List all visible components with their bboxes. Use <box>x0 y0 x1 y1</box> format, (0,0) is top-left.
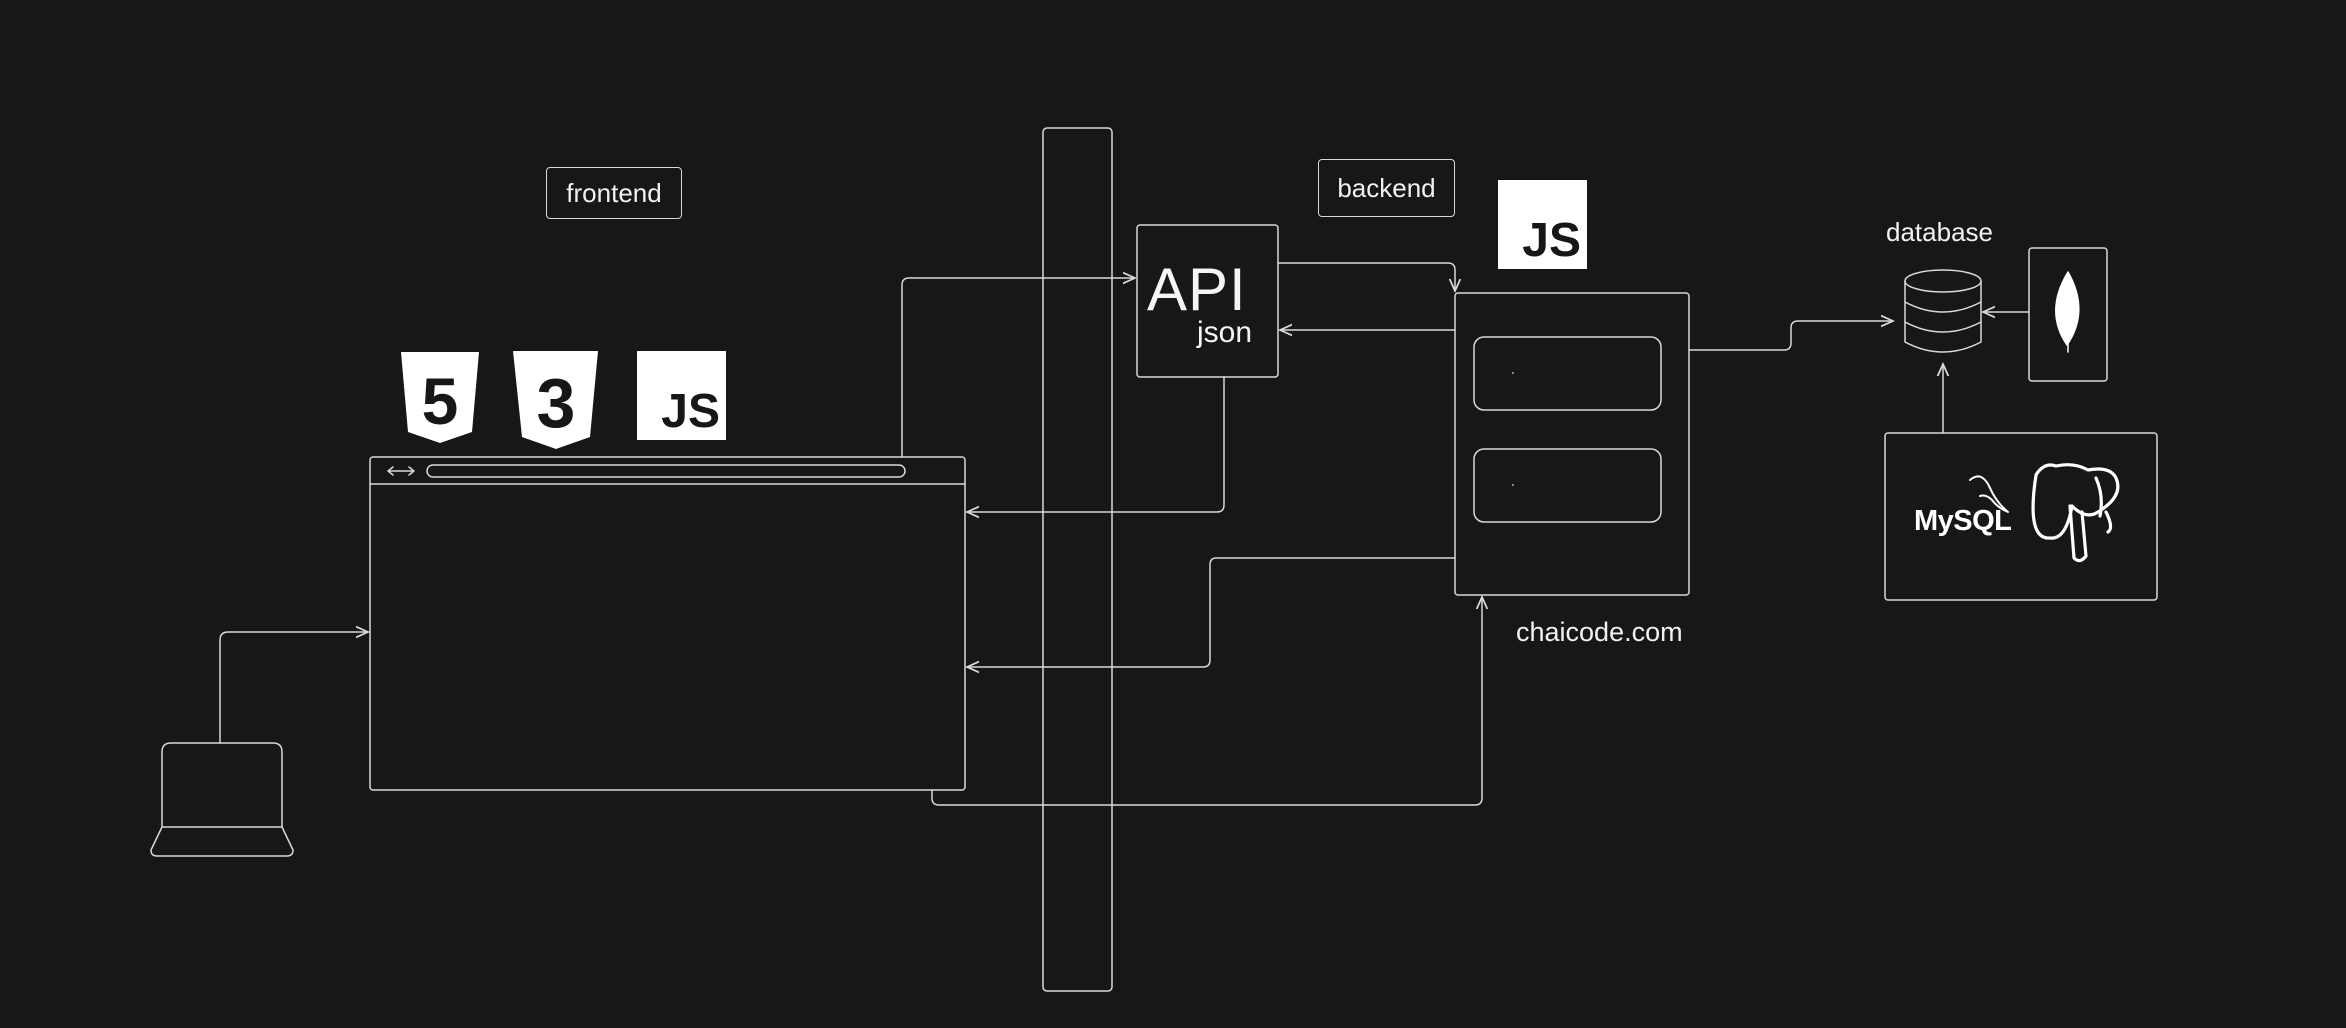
server-box <box>1454 292 1690 596</box>
backend-label: backend <box>1318 159 1455 217</box>
api-title: API <box>1147 256 1247 323</box>
mongodb-box <box>2028 247 2108 382</box>
js-frontend-logo: JS <box>637 351 726 440</box>
postgresql-elephant-icon <box>2031 463 2120 563</box>
domain-label: chaicode.com <box>1516 617 1683 647</box>
frontend-label-text: frontend <box>566 177 662 208</box>
html5-badge-text: 5 <box>422 364 459 438</box>
sql-db-box <box>1884 432 2158 601</box>
js-frontend-logo-text: JS <box>661 385 720 438</box>
browser-window-icon <box>369 456 966 791</box>
frontend-label: frontend <box>546 167 682 219</box>
laptop-icon <box>150 742 294 857</box>
html5-shield-icon: 5 <box>401 352 479 443</box>
mongodb-leaf-icon <box>2055 271 2080 346</box>
js-backend-logo: JS <box>1498 180 1587 269</box>
database-cylinder-icon <box>1904 269 1982 353</box>
css3-shield-icon: 3 <box>513 351 598 449</box>
js-backend-logo-text: JS <box>1522 214 1581 267</box>
database-label: database <box>1886 217 1993 247</box>
css3-badge-text: 3 <box>537 364 576 442</box>
mysql-dolphin-icon <box>1969 475 2009 513</box>
network-divider <box>1042 127 1113 992</box>
mysql-logo-text: MySQL <box>1914 505 2012 537</box>
backend-label-text: backend <box>1337 172 1436 203</box>
api-format: json <box>1197 316 1253 349</box>
api-box <box>1136 224 1279 378</box>
